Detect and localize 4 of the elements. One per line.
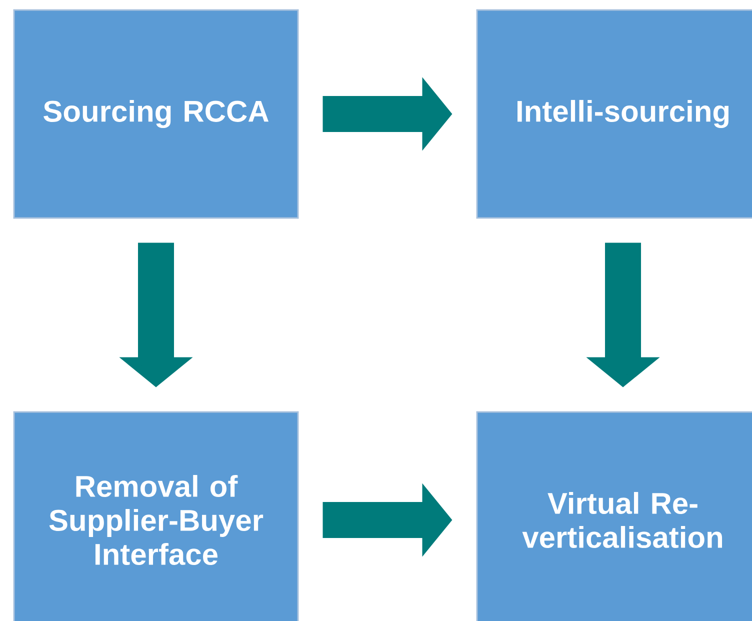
process-box: Sourcing RCCA: [13, 9, 299, 219]
process-box: Removal of Supplier-Buyer Interface: [13, 411, 299, 621]
process-box: Intelli-sourcing: [476, 9, 752, 219]
process-box: Virtual Re-verticalisation: [476, 411, 752, 621]
